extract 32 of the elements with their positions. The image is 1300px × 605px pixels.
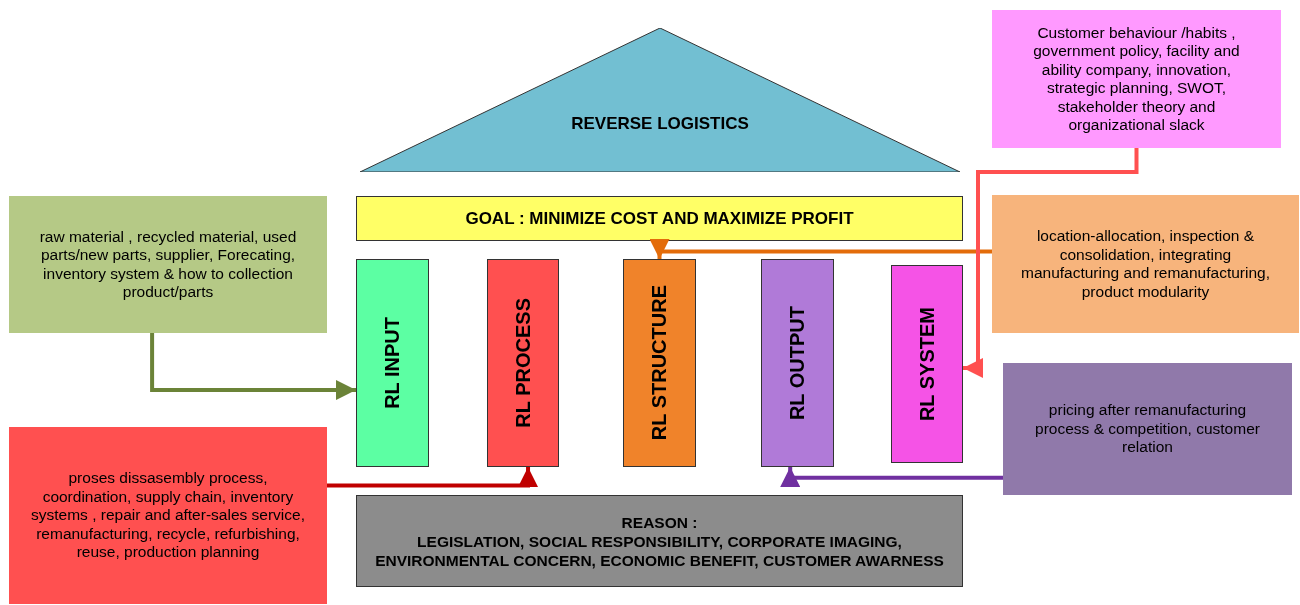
description-text: proses dissasembly process, coordination, supply chain, inventory systems , repair and after-sales service, remanufacturing, recycle, refurbishing, reuse, production planning xyxy=(30,469,306,562)
arrow xyxy=(327,467,539,488)
arrow xyxy=(150,333,356,401)
pillar-label: RL INPUT xyxy=(381,317,404,409)
arrow xyxy=(649,239,992,259)
reason-panel xyxy=(356,495,963,587)
pillar-box xyxy=(623,259,696,467)
pillar-box xyxy=(891,265,963,463)
description-text: location-allocation, inspection & consolidation, integrating manufacturing and remanufacturing, product modularity xyxy=(1020,227,1271,301)
note-box xyxy=(992,195,1299,333)
description-text: Customer behaviour /habits , government policy, facility and ability company, innovation, strategic planning, SWOT, stakeholder theory and organizational slack xyxy=(1032,23,1241,135)
arrow xyxy=(963,148,1139,378)
pillar-label: RL SYSTEM xyxy=(915,306,939,422)
pillar-box xyxy=(356,259,429,467)
pillar-box xyxy=(761,259,834,467)
note-box xyxy=(9,196,327,333)
title-text: GOAL : MINIMIZE COST AND MAXIMIZE PROFIT xyxy=(465,208,854,229)
title-text: REVERSE LOGISTICS xyxy=(571,114,749,134)
pillar-box xyxy=(487,259,559,467)
pillar-label: RL STRUCTURE xyxy=(648,285,671,441)
pillar-label: RL PROCESS xyxy=(511,298,535,428)
description-text: pricing after remanufacturing process & competition, customer relation xyxy=(1034,401,1261,457)
note-box xyxy=(9,427,327,604)
goal-banner xyxy=(356,196,963,241)
note-box xyxy=(992,10,1281,148)
note-box xyxy=(1003,363,1292,495)
roof-triangle xyxy=(360,28,960,172)
reason-text: LEGISLATION, SOCIAL RESPONSIBILITY, CORPORATE IMAGING, ENVIRONMENTAL CONCERN, ECONOMIC BENEFIT, CUSTOMER AWARNESS xyxy=(374,531,945,570)
pillar-label: RL OUTPUT xyxy=(786,305,809,421)
heading-text: REASON : xyxy=(620,512,699,532)
arrow xyxy=(780,467,1003,487)
description-text: raw material , recycled material, used parts/new parts, supplier, Forecating, inventory system & how to collection product/parts xyxy=(38,227,298,302)
